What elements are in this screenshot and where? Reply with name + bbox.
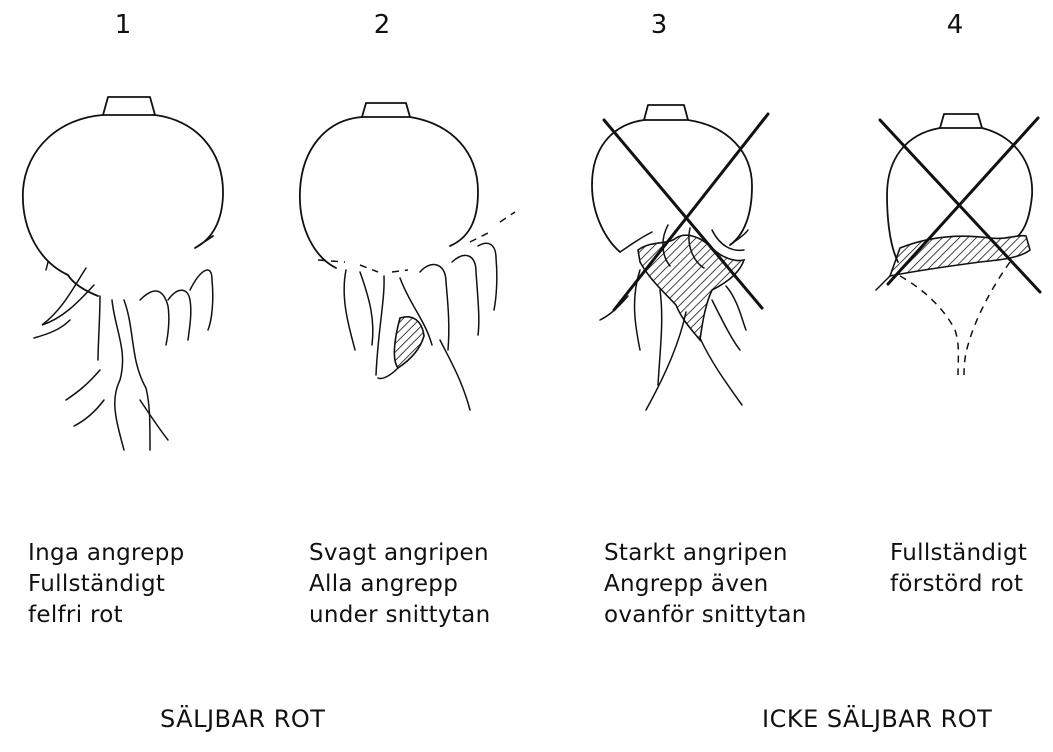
- root-1-body: [23, 115, 103, 296]
- root-2-damage-hatch: [394, 317, 424, 368]
- caption-3-line-2: Angrepp även: [604, 569, 807, 600]
- root-4-crown-stub: [940, 114, 982, 128]
- root-drawing-4: [876, 114, 1040, 375]
- root-drawing-1: [23, 97, 223, 450]
- root-1-crown-stub: [103, 97, 155, 115]
- root-3-crown-stub: [644, 105, 688, 120]
- caption-4-line-1: Fullständigt: [890, 538, 1027, 569]
- root-3-body: [592, 120, 644, 252]
- caption-2-line-1: Svagt angripen: [309, 538, 490, 569]
- root-2-crown-stub: [362, 103, 410, 117]
- caption-4-line-2: förstörd rot: [890, 569, 1027, 600]
- caption-1-line-2: Fullständigt: [28, 569, 185, 600]
- caption-3-line-1: Starkt angripen: [604, 538, 807, 569]
- caption-1-line-1: Inga angrepp: [28, 538, 185, 569]
- stage-caption-4: Fullständigt förstörd rot: [890, 538, 1027, 600]
- root-2-body: [300, 117, 362, 268]
- root-4-rot-band: [890, 236, 1030, 276]
- root-2-cut-line: [318, 212, 515, 272]
- root-1-side-roots: [34, 262, 213, 450]
- root-drawing-3: [592, 105, 768, 410]
- group-label-not-sellable: ICKE SÄLJBAR ROT: [762, 705, 992, 733]
- stage-caption-2: Svagt angripen Alla angrepp under snitty…: [309, 538, 490, 631]
- root-4-missing-root-outline: [900, 262, 1010, 375]
- caption-1-line-3: felfri rot: [28, 600, 185, 631]
- caption-2-line-2: Alla angrepp: [309, 569, 490, 600]
- caption-3-line-3: ovanför snittytan: [604, 600, 807, 631]
- stage-caption-3: Starkt angripen Angrepp även ovanför sni…: [604, 538, 807, 631]
- root-drawing-2: [300, 103, 515, 410]
- caption-2-line-3: under snittytan: [309, 600, 490, 631]
- group-label-sellable: SÄLJBAR ROT: [160, 705, 325, 733]
- stage-caption-1: Inga angrepp Fullständigt felfri rot: [28, 538, 185, 631]
